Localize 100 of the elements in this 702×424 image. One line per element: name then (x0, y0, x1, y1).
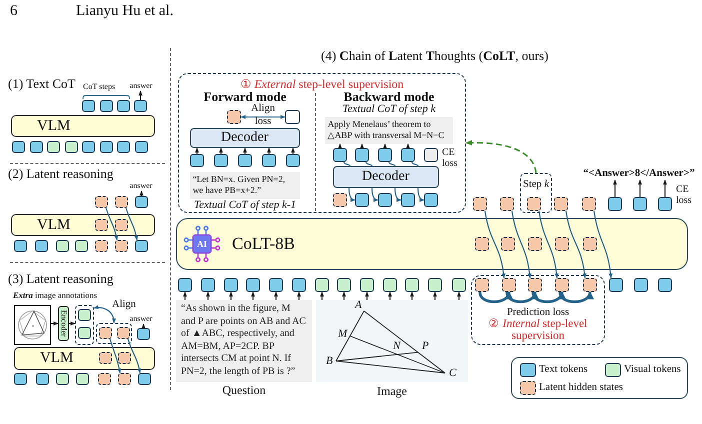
arrow (383, 144, 387, 148)
curved-arrow (348, 188, 356, 202)
latent-token (114, 218, 128, 231)
arrow (457, 292, 461, 300)
connector (388, 162, 396, 166)
text-token (117, 141, 130, 153)
text-token (608, 197, 622, 211)
latent-token (582, 278, 597, 292)
vlm-block (11, 214, 155, 236)
edge-label: Align loss (250, 102, 276, 128)
model-block (176, 218, 688, 270)
curved-arrow (127, 338, 142, 374)
curved-arrow (511, 210, 532, 278)
visual-token (56, 373, 69, 385)
latent-token (95, 196, 108, 208)
text-token (262, 154, 276, 167)
text-token (246, 278, 260, 292)
panel-title: (2) Latent reasoning (8, 167, 114, 182)
empty-token (284, 110, 300, 124)
text-token (286, 154, 300, 167)
text-token (14, 240, 27, 252)
supervision-title: ① External step-level supervision (239, 77, 405, 91)
arrow (638, 180, 642, 197)
curved-arrow (532, 291, 565, 304)
text-token (269, 278, 283, 292)
text-token (292, 278, 306, 292)
text-token (134, 141, 148, 153)
point-label: M (338, 328, 348, 341)
arrow (240, 115, 286, 119)
visual-token (78, 308, 91, 321)
latent-token (94, 218, 108, 231)
panel-title: (3) Latent reasoning (8, 272, 114, 287)
arrow (229, 292, 233, 300)
point-label: P (422, 340, 429, 353)
arrow (663, 180, 667, 197)
text-token (14, 373, 27, 385)
supervision-title: ② Internal step-level supervision (488, 319, 588, 342)
text-token (658, 197, 672, 211)
text-token (633, 197, 647, 211)
arrow (342, 292, 346, 300)
model-label: VLM (37, 218, 70, 232)
text-token (424, 192, 438, 207)
visual-token (78, 326, 91, 339)
arrow (142, 324, 146, 328)
question-text: “As shown in the figure, M and P are points on AB and AC of ▲ABC, respectively, and AM=BM, AP=2CP. BP intersects CM at point N. If PN=2, the length of PB is ?” (181, 303, 307, 378)
decoder-block (190, 128, 300, 148)
connector (411, 162, 418, 166)
point-label: A (355, 299, 362, 312)
mode-heading: Forward mode (202, 90, 288, 104)
connector (365, 162, 372, 166)
latent-token (554, 197, 568, 211)
arrow (138, 90, 142, 100)
arrow (388, 292, 392, 300)
latent-token (554, 278, 569, 292)
answer-label: answer (126, 181, 156, 191)
arrow (206, 292, 210, 300)
text-token (332, 148, 347, 162)
latent-token (115, 196, 128, 208)
panel-title: (4) Chain of Latent Thoughts (CoLT, ours) (321, 49, 548, 64)
step-label: Step k (523, 179, 549, 192)
arrow (251, 292, 255, 300)
dashed-group (75, 305, 94, 345)
arrow (433, 292, 437, 300)
arrow (365, 292, 369, 300)
text-token (82, 100, 95, 112)
panel-label: Image (376, 384, 408, 398)
curved-arrow (394, 188, 402, 202)
text-token (82, 141, 95, 153)
arrow (406, 144, 410, 148)
dashed-arrow (465, 140, 537, 174)
visual-token (405, 278, 419, 292)
arrow (297, 292, 301, 300)
model-name: CoLT-8B (232, 233, 295, 255)
model-label: VLM (40, 351, 74, 366)
point-label: N (393, 340, 400, 353)
visual-token (64, 141, 78, 153)
legend-label: Visual tokens (624, 363, 681, 377)
arrow (183, 292, 187, 300)
latent-token (502, 278, 516, 292)
curved-arrow (94, 305, 116, 324)
text-panel (324, 116, 453, 144)
latent-token (98, 373, 111, 385)
text-token (400, 192, 415, 207)
cot-label: Textual CoT of step k (342, 103, 437, 116)
answer-text: “<Answer>8</Answer>” (578, 167, 700, 180)
cot-text: “Let BN=x. Given PN=2, we have PB=x+2.” (192, 174, 286, 197)
encoder-label: Encoder (60, 310, 68, 337)
text-token (354, 192, 369, 207)
latent-token (115, 240, 128, 252)
annotation-label: Extra image annotations (13, 291, 98, 301)
curved-arrow (484, 210, 506, 278)
text-token (238, 154, 252, 167)
latent-token (500, 236, 515, 251)
text-token (137, 328, 150, 340)
arrow (291, 148, 295, 154)
latent-token (118, 373, 131, 385)
visual-token (315, 278, 329, 292)
model-label: VLM (37, 118, 70, 134)
visual-token (360, 278, 374, 292)
bracket-label: CoT steps (83, 82, 116, 92)
